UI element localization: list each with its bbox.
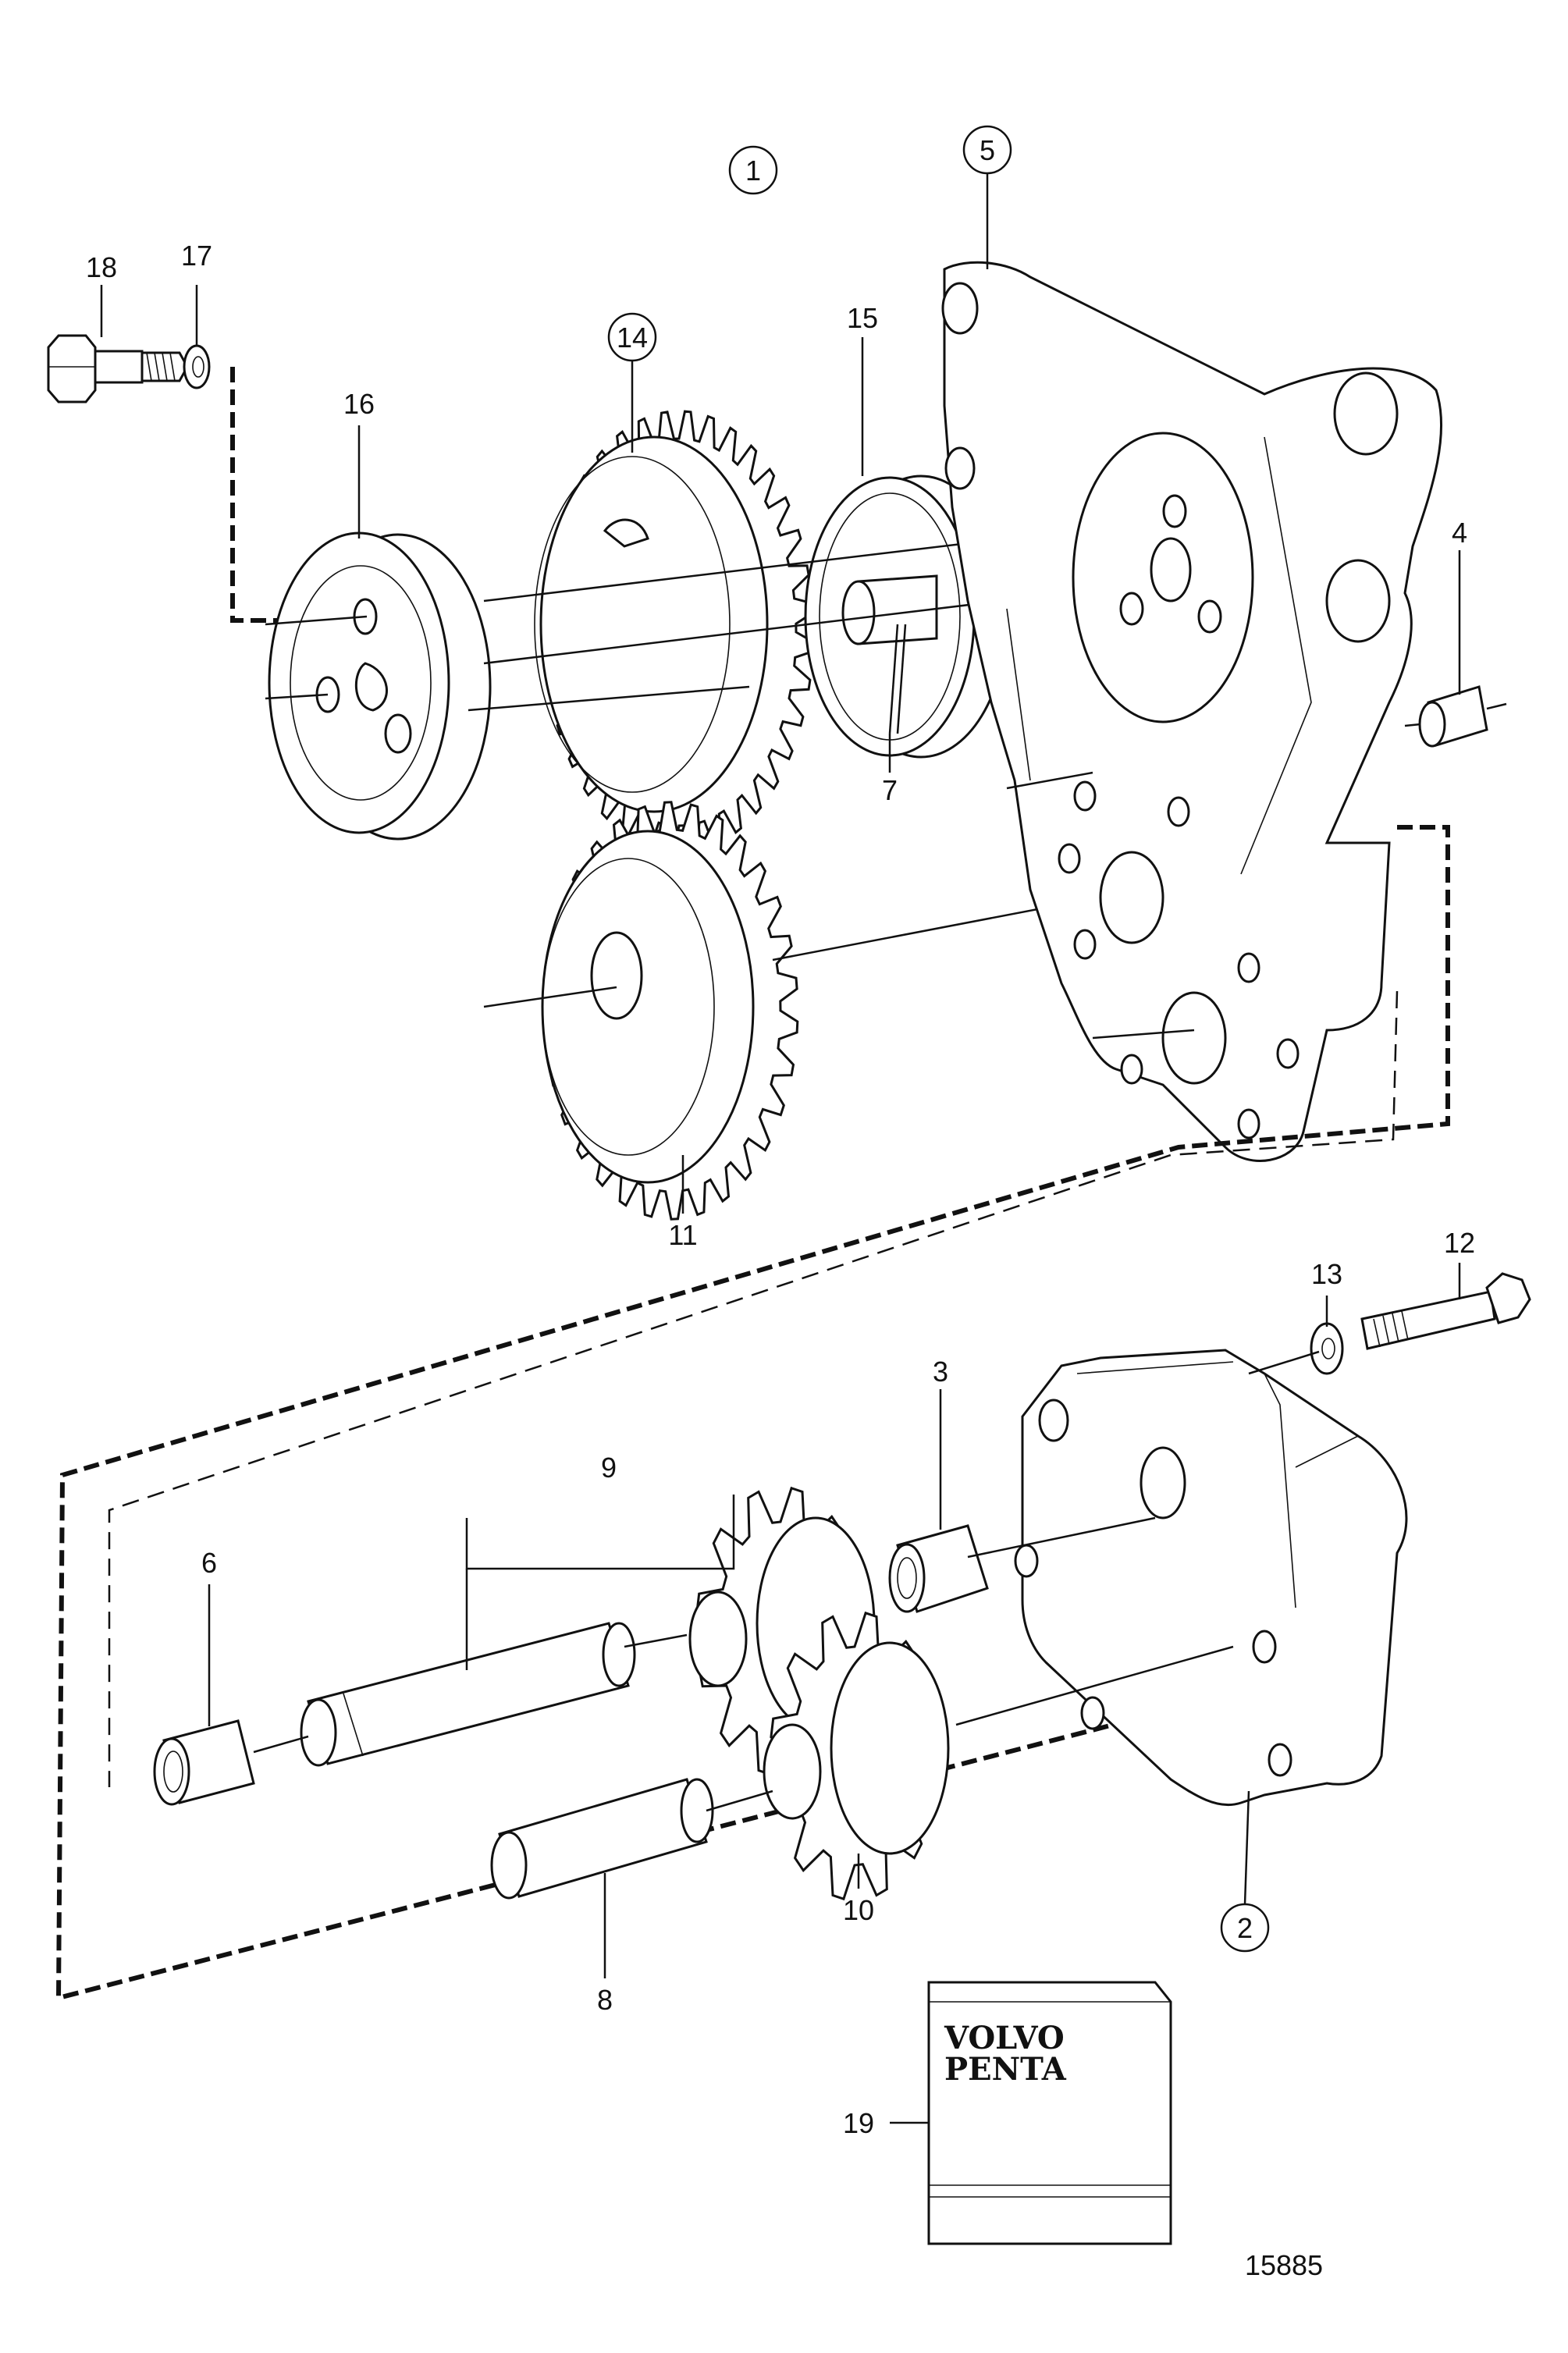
callout-11: 11 — [668, 1219, 697, 1251]
shaft-8 — [490, 1778, 714, 1900]
callout-13: 13 — [1311, 1258, 1342, 1290]
washer-13 — [1310, 1322, 1344, 1375]
callout-10: 10 — [843, 1894, 874, 1926]
callout-14: 14 — [607, 312, 657, 362]
bushing-6 — [153, 1719, 255, 1806]
svg-text:5: 5 — [980, 134, 995, 166]
cover-2 — [1014, 1349, 1408, 1807]
svg-text:1: 1 — [745, 155, 761, 187]
callout-19: 19 — [843, 2107, 874, 2139]
svg-text:2: 2 — [1237, 1912, 1253, 1944]
callout-2: 2 — [1220, 1903, 1270, 1953]
gear-11 — [541, 801, 799, 1221]
callout-15: 15 — [847, 302, 878, 334]
packet-label-penta: PENTA — [944, 2051, 1067, 2088]
callout-18: 18 — [86, 251, 117, 283]
callout-5: 5 — [962, 125, 1012, 175]
packet-label-volvo: VOLVO — [944, 2020, 1065, 2056]
callout-8: 8 — [597, 1984, 613, 2016]
callout-1: 1 — [728, 145, 778, 195]
dashed-assembly-line-housing — [55, 825, 1450, 2001]
callout-7: 7 — [882, 774, 898, 806]
bolt-18 — [47, 334, 189, 403]
dashed-assembly-line-bolt — [230, 367, 355, 623]
callout-4: 4 — [1452, 517, 1467, 549]
callout-6: 6 — [201, 1547, 217, 1579]
callout-3: 3 — [933, 1356, 948, 1388]
svg-text:14: 14 — [617, 322, 648, 354]
screw-12 — [1360, 1272, 1531, 1350]
bushing-3 — [888, 1524, 989, 1613]
gear-10 — [763, 1611, 950, 1901]
shaft-9 — [300, 1622, 636, 1767]
callout-17: 17 — [181, 240, 212, 272]
bushing-4 — [1418, 685, 1488, 748]
drawing-number: 15885 — [1245, 2249, 1323, 2281]
parts-packet-19 — [927, 1981, 1172, 2245]
housing-5 — [941, 261, 1442, 1162]
callout-9: 9 — [601, 1452, 617, 1484]
callout-12: 12 — [1444, 1227, 1475, 1259]
callout-16: 16 — [343, 388, 375, 420]
flange-16 — [268, 531, 492, 841]
washer-17 — [183, 344, 211, 389]
gear-14 — [534, 410, 815, 855]
